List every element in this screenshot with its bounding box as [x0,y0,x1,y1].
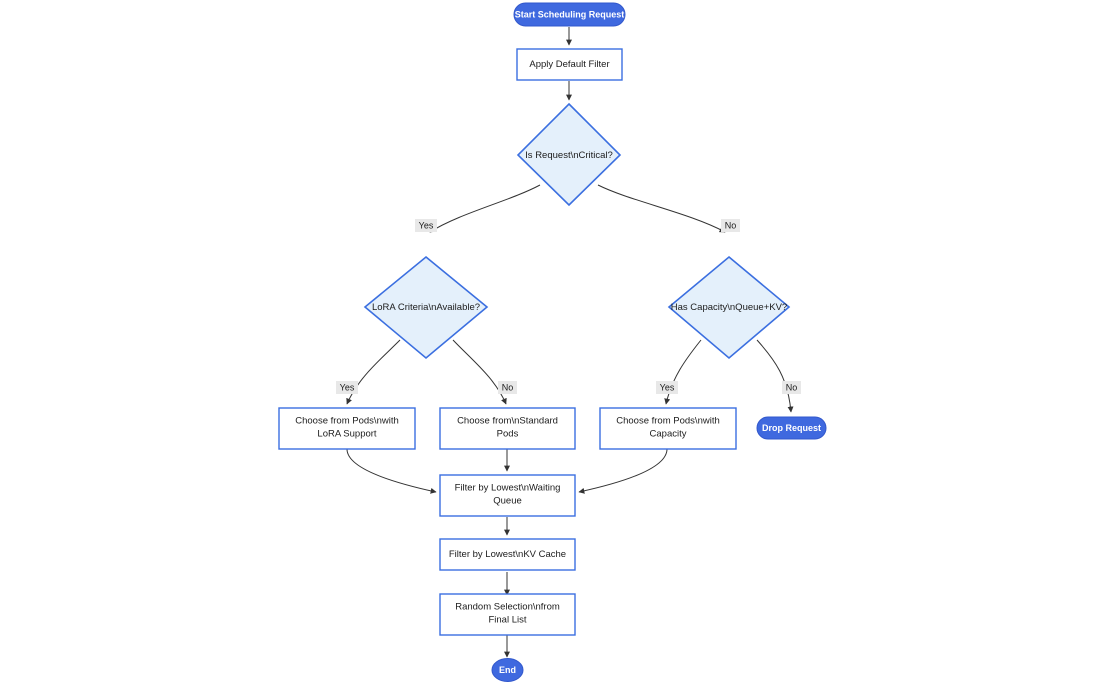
edges-layer [346,27,794,658]
node-apply-default-filter-label: Apply Default Filter [529,59,609,70]
node-has-capacity-queue-kv-label: Has Capacity\nQueue+KV? [671,302,787,313]
node-drop-request[interactable]: Drop Request [756,416,827,440]
edge-capacity-no-to-drop-request [756,339,794,413]
node-choose-pods-capacity-label-line2: Capacity [650,429,687,440]
edge-lora-yes-to-pods-lora [346,339,401,405]
edge-lora-no-to-pods-standard [452,339,507,405]
edge-label-capacity-no-text: No [786,382,798,392]
node-drop-request-label: Drop Request [762,423,821,433]
node-is-request-critical[interactable]: Is Request\nCritical? [516,102,622,207]
edge-label-lora-no-text: No [502,382,514,392]
edge-pods-capacity-to-filter-queue [578,448,668,494]
edge-label-capacity-yes-bg [656,381,678,394]
node-has-capacity-queue-kv-shape[interactable] [667,255,791,360]
edge-is-critical-yes-to-lora [429,184,541,233]
node-lora-criteria-available-label: LoRA Criteria\nAvailable? [372,302,480,313]
node-random-selection-shape[interactable] [439,593,576,636]
node-choose-standard-pods[interactable]: Choose from\nStandard Pods [439,407,576,450]
edge-label-lora-yes-text: Yes [340,382,355,392]
edge-capacity-yes-to-pods-capacity [664,339,702,405]
node-start-shape[interactable] [513,2,626,27]
edge-label-is-critical-yes: Yes [415,219,437,232]
node-choose-pods-capacity-label-line1: Choose from Pods\nwith [616,416,720,427]
node-end-shape[interactable] [491,658,524,682]
node-filter-waiting-queue-shape[interactable] [439,474,576,517]
node-start-label: Start Scheduling Request [515,9,625,19]
node-choose-standard-pods-label-line2: Pods [497,429,519,440]
edge-label-is-critical-yes-bg [415,219,437,232]
node-filter-waiting-queue-label-line2: Queue [493,496,522,507]
node-apply-default-filter-shape[interactable] [516,48,623,81]
edge-label-capacity-yes-text: Yes [660,382,675,392]
edge-labels-layer: Yes No Yes No Yes No [336,219,801,394]
node-start[interactable]: Start Scheduling Request [513,2,626,27]
node-choose-pods-capacity-shape[interactable] [599,407,737,450]
node-choose-standard-pods-shape[interactable] [439,407,576,450]
node-choose-pods-capacity[interactable]: Choose from Pods\nwith Capacity [599,407,737,450]
node-has-capacity-queue-kv[interactable]: Has Capacity\nQueue+KV? [667,255,791,360]
node-end-label: End [499,665,516,675]
node-choose-pods-lora[interactable]: Choose from Pods\nwith LoRA Support [278,407,416,450]
node-choose-pods-lora-label-line2: LoRA Support [317,429,377,440]
edge-label-capacity-no-bg [782,381,801,394]
edge-label-is-critical-no-text: No [725,220,737,230]
edge-label-is-critical-no: No [721,219,740,232]
node-choose-pods-lora-label-line1: Choose from Pods\nwith [295,416,399,427]
node-filter-waiting-queue-label-line1: Filter by Lowest\nWaiting [455,483,561,494]
node-is-request-critical-shape[interactable] [516,102,622,207]
node-end[interactable]: End [491,658,524,682]
edge-label-lora-yes: Yes [336,381,358,394]
edge-is-critical-no-to-capacity [597,184,726,233]
node-choose-standard-pods-label-line1: Choose from\nStandard [457,416,558,427]
node-filter-waiting-queue[interactable]: Filter by Lowest\nWaiting Queue [439,474,576,517]
node-drop-request-shape[interactable] [756,416,827,440]
edge-label-capacity-no: No [782,381,801,394]
node-apply-default-filter[interactable]: Apply Default Filter [516,48,623,81]
node-choose-pods-lora-shape[interactable] [278,407,416,450]
edge-label-is-critical-yes-text: Yes [419,220,434,230]
node-filter-kv-cache[interactable]: Filter by Lowest\nKV Cache [439,538,576,571]
node-filter-kv-cache-shape[interactable] [439,538,576,571]
node-lora-criteria-available[interactable]: LoRA Criteria\nAvailable? [363,255,489,360]
edge-label-lora-yes-bg [336,381,358,394]
node-is-request-critical-label: Is Request\nCritical? [525,150,613,161]
edge-label-lora-no-bg [498,381,517,394]
node-random-selection[interactable]: Random Selection\nfrom Final List [439,593,576,636]
node-random-selection-label-line2: Final List [488,615,526,626]
edge-label-lora-no: No [498,381,517,394]
edge-label-capacity-yes: Yes [656,381,678,394]
edge-label-is-critical-no-bg [721,219,740,232]
node-filter-kv-cache-label: Filter by Lowest\nKV Cache [449,549,566,560]
node-lora-criteria-available-shape[interactable] [363,255,489,360]
node-random-selection-label-line1: Random Selection\nfrom [455,602,560,613]
edge-pods-lora-to-filter-queue [346,448,437,494]
